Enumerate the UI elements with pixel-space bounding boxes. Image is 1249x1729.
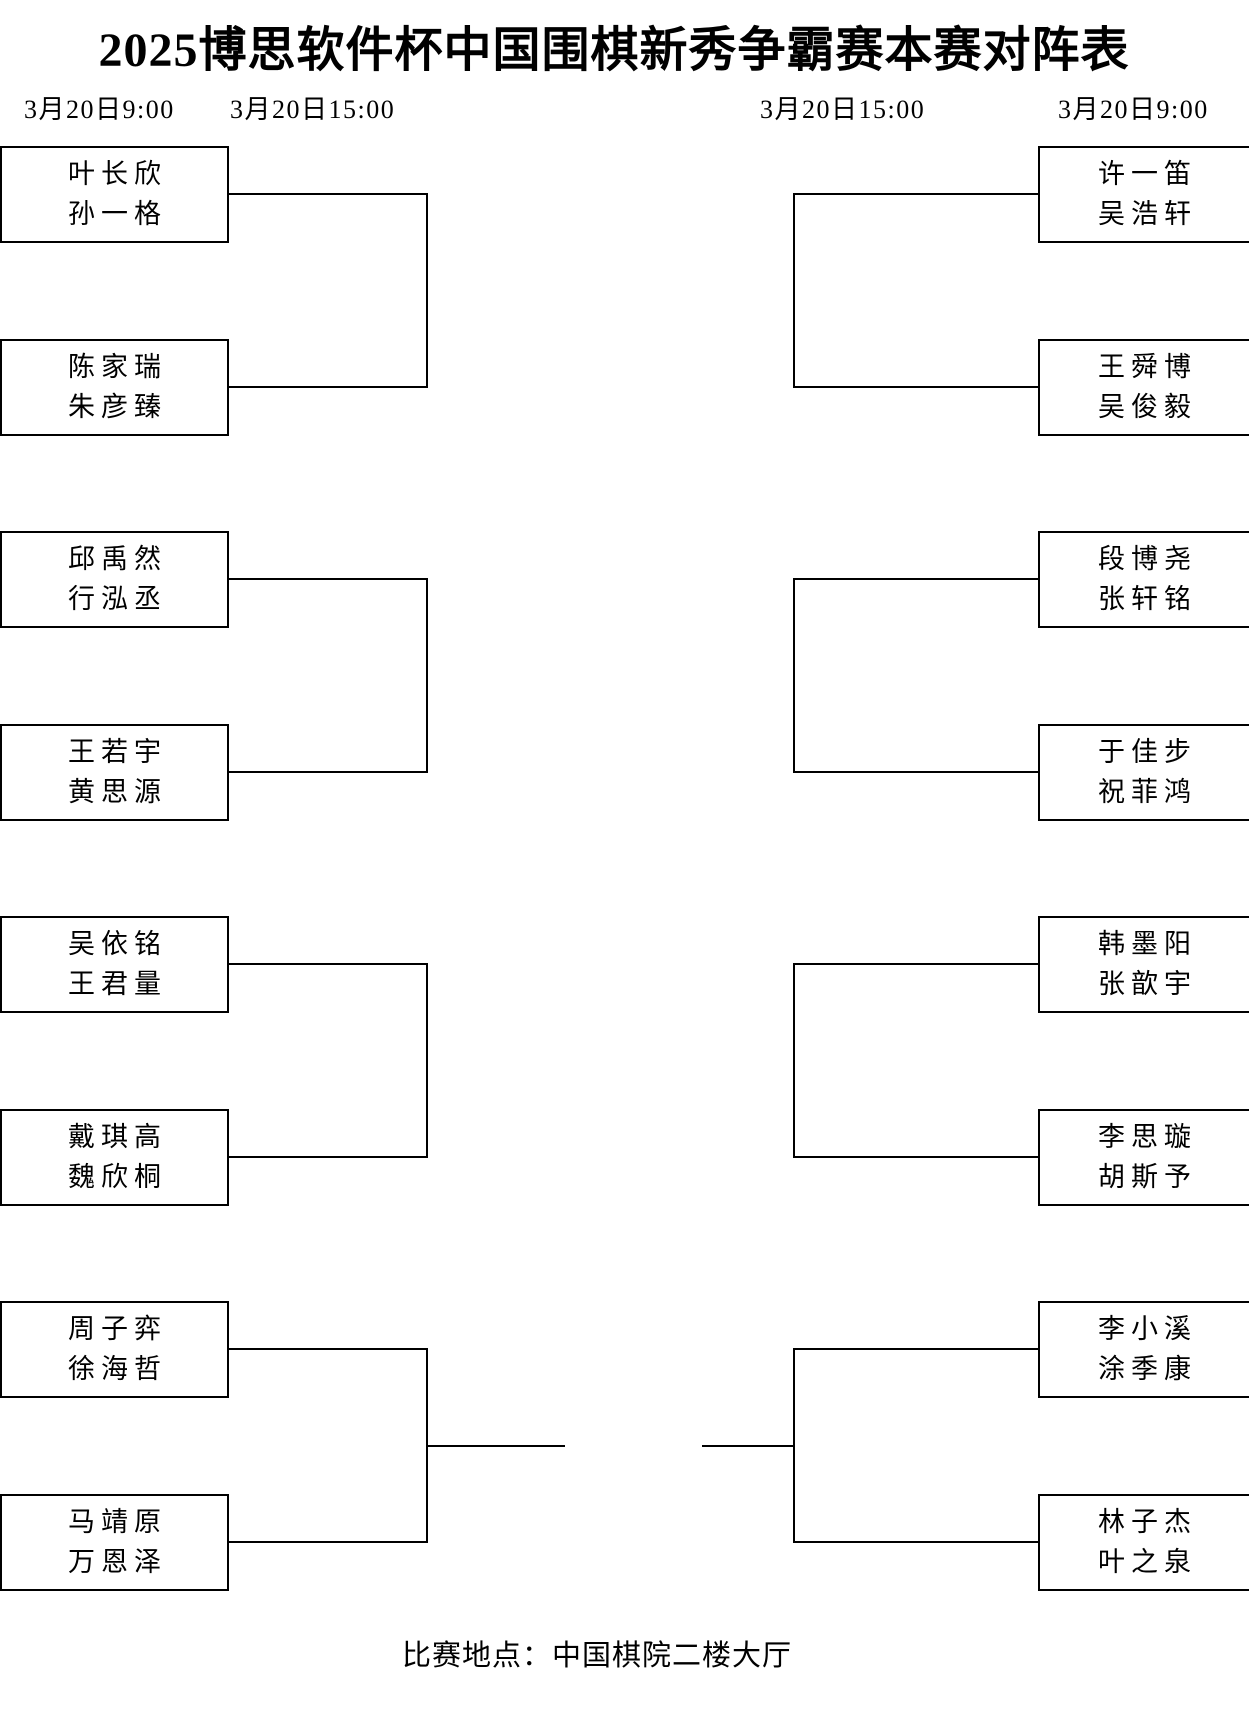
player-name: 万恩泽 — [68, 1547, 167, 1577]
player-name: 张歆宇 — [1098, 969, 1197, 999]
player-name: 韩墨阳 — [1098, 929, 1197, 959]
match-box-right-7: 李小溪 涂季康 — [1038, 1301, 1249, 1398]
match-box-right-6: 李思璇 胡斯予 — [1038, 1109, 1249, 1206]
match-box-right-2: 王舜博 吴俊毅 — [1038, 339, 1249, 436]
bracket-connector-right-4 — [793, 1348, 1039, 1543]
player-name: 徐海哲 — [68, 1354, 167, 1384]
player-name: 李小溪 — [1098, 1314, 1197, 1344]
player-name: 孙一格 — [68, 199, 167, 229]
player-name: 魏欣桐 — [68, 1162, 167, 1192]
match-box-left-6: 戴琪高 魏欣桐 — [0, 1109, 229, 1206]
player-name: 吴浩轩 — [1098, 199, 1197, 229]
schedule-label-right-round2: 3月20日15:00 — [760, 95, 926, 124]
match-box-left-7: 周子弈 徐海哲 — [0, 1301, 229, 1398]
bracket-connector-left-4 — [228, 1348, 428, 1543]
player-name: 吴依铭 — [68, 929, 167, 959]
player-name: 戴琪高 — [68, 1122, 167, 1152]
match-box-right-3: 段博尧 张轩铭 — [1038, 531, 1249, 628]
match-box-right-5: 韩墨阳 张歆宇 — [1038, 916, 1249, 1013]
player-name: 段博尧 — [1098, 544, 1197, 574]
player-name: 王舜博 — [1098, 352, 1197, 382]
match-box-left-4: 王若宇 黄思源 — [0, 724, 229, 821]
match-box-left-1: 叶长欣 孙一格 — [0, 146, 229, 243]
player-name: 黄思源 — [68, 777, 167, 807]
player-name: 王君量 — [68, 969, 167, 999]
match-box-right-4: 于佳步 祝菲鸿 — [1038, 724, 1249, 821]
schedule-label-left-round2: 3月20日15:00 — [230, 95, 396, 124]
bracket-connector-left-1 — [228, 193, 428, 388]
player-name: 王若宇 — [68, 737, 167, 767]
player-name: 邱禹然 — [68, 544, 167, 574]
player-name: 涂季康 — [1098, 1354, 1197, 1384]
player-name: 周子弈 — [68, 1314, 167, 1344]
player-name: 陈家瑞 — [68, 352, 167, 382]
bracket-connector-right-2 — [793, 578, 1039, 773]
player-name: 行泓丞 — [68, 584, 167, 614]
bracket-connector-right-3 — [793, 963, 1039, 1158]
match-box-left-3: 邱禹然 行泓丞 — [0, 531, 229, 628]
player-name: 张轩铭 — [1098, 584, 1197, 614]
player-name: 林子杰 — [1098, 1507, 1197, 1537]
venue-footer: 比赛地点：中国棋院二楼大厅 — [401, 1640, 792, 1672]
match-box-left-2: 陈家瑞 朱彦臻 — [0, 339, 229, 436]
schedule-label-left-round1: 3月20日9:00 — [24, 95, 175, 124]
player-name: 吴俊毅 — [1098, 392, 1197, 422]
bracket-connector-left-2 — [228, 578, 428, 773]
player-name: 许一笛 — [1098, 159, 1197, 189]
player-name: 李思璇 — [1098, 1122, 1197, 1152]
match-box-left-8: 马靖原 万恩泽 — [0, 1494, 229, 1591]
match-box-right-8: 林子杰 叶之泉 — [1038, 1494, 1249, 1591]
player-name: 朱彦臻 — [68, 392, 167, 422]
final-line-right — [702, 1445, 793, 1447]
player-name: 祝菲鸿 — [1098, 777, 1197, 807]
schedule-label-right-round1: 3月20日9:00 — [1058, 95, 1209, 124]
player-name: 马靖原 — [68, 1507, 167, 1537]
final-line-left — [428, 1445, 565, 1447]
player-name: 于佳步 — [1098, 737, 1197, 767]
page-title: 2025博思软件杯中国围棋新秀争霸赛本赛对阵表 — [98, 24, 1130, 77]
bracket-connector-left-3 — [228, 963, 428, 1158]
match-box-right-1: 许一笛 吴浩轩 — [1038, 146, 1249, 243]
player-name: 叶之泉 — [1098, 1547, 1197, 1577]
player-name: 叶长欣 — [68, 159, 167, 189]
player-name: 胡斯予 — [1098, 1162, 1197, 1192]
match-box-left-5: 吴依铭 王君量 — [0, 916, 229, 1013]
bracket-connector-right-1 — [793, 193, 1039, 388]
